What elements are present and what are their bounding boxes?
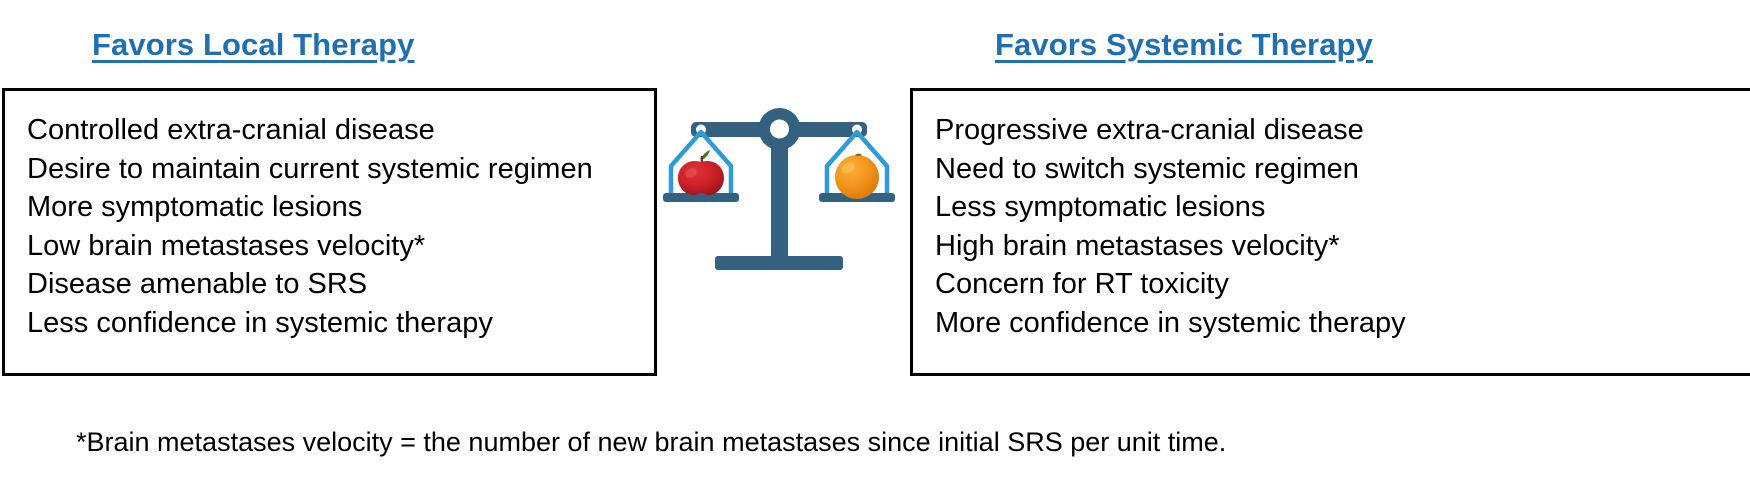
list-item: High brain metastases velocity* (935, 229, 1340, 262)
panel-systemic-therapy: Progressive extra-cranial disease Need t… (910, 88, 1750, 376)
local-therapy-list: Controlled extra-cranial disease Desire … (5, 91, 654, 342)
list-item: Controlled extra-cranial disease (27, 114, 435, 146)
list-item: More symptomatic lesions (27, 191, 363, 223)
scale-left-pan (663, 129, 739, 202)
list-item: Low brain metastases velocity* (27, 229, 426, 262)
list-item: More confidence in systemic therapy (935, 306, 1406, 339)
panel-local-therapy: Controlled extra-cranial disease Desire … (2, 88, 657, 376)
list-item: Disease amenable to SRS (27, 268, 368, 300)
list-item: Less confidence in systemic therapy (27, 306, 493, 339)
list-item: Progressive extra-cranial disease (935, 114, 1364, 146)
systemic-therapy-list: Progressive extra-cranial disease Need t… (913, 91, 1750, 342)
scale-stand (715, 140, 843, 270)
apple-icon (678, 150, 724, 195)
balance-scale-icon (663, 108, 895, 270)
heading-favors-systemic-therapy: Favors Systemic Therapy (995, 27, 1373, 62)
list-item: Desire to maintain current systemic regi… (27, 152, 593, 185)
footnote-brain-metastases-velocity: *Brain metastases velocity = the number … (76, 427, 1227, 457)
orange-icon (835, 153, 879, 199)
scale-fulcrum (758, 108, 801, 150)
scale-right-pan (819, 129, 895, 202)
list-item: Need to switch systemic regimen (935, 152, 1359, 185)
list-item: Concern for RT toxicity (935, 268, 1229, 300)
list-item: Less symptomatic lesions (935, 191, 1266, 223)
heading-favors-local-therapy: Favors Local Therapy (92, 27, 415, 62)
